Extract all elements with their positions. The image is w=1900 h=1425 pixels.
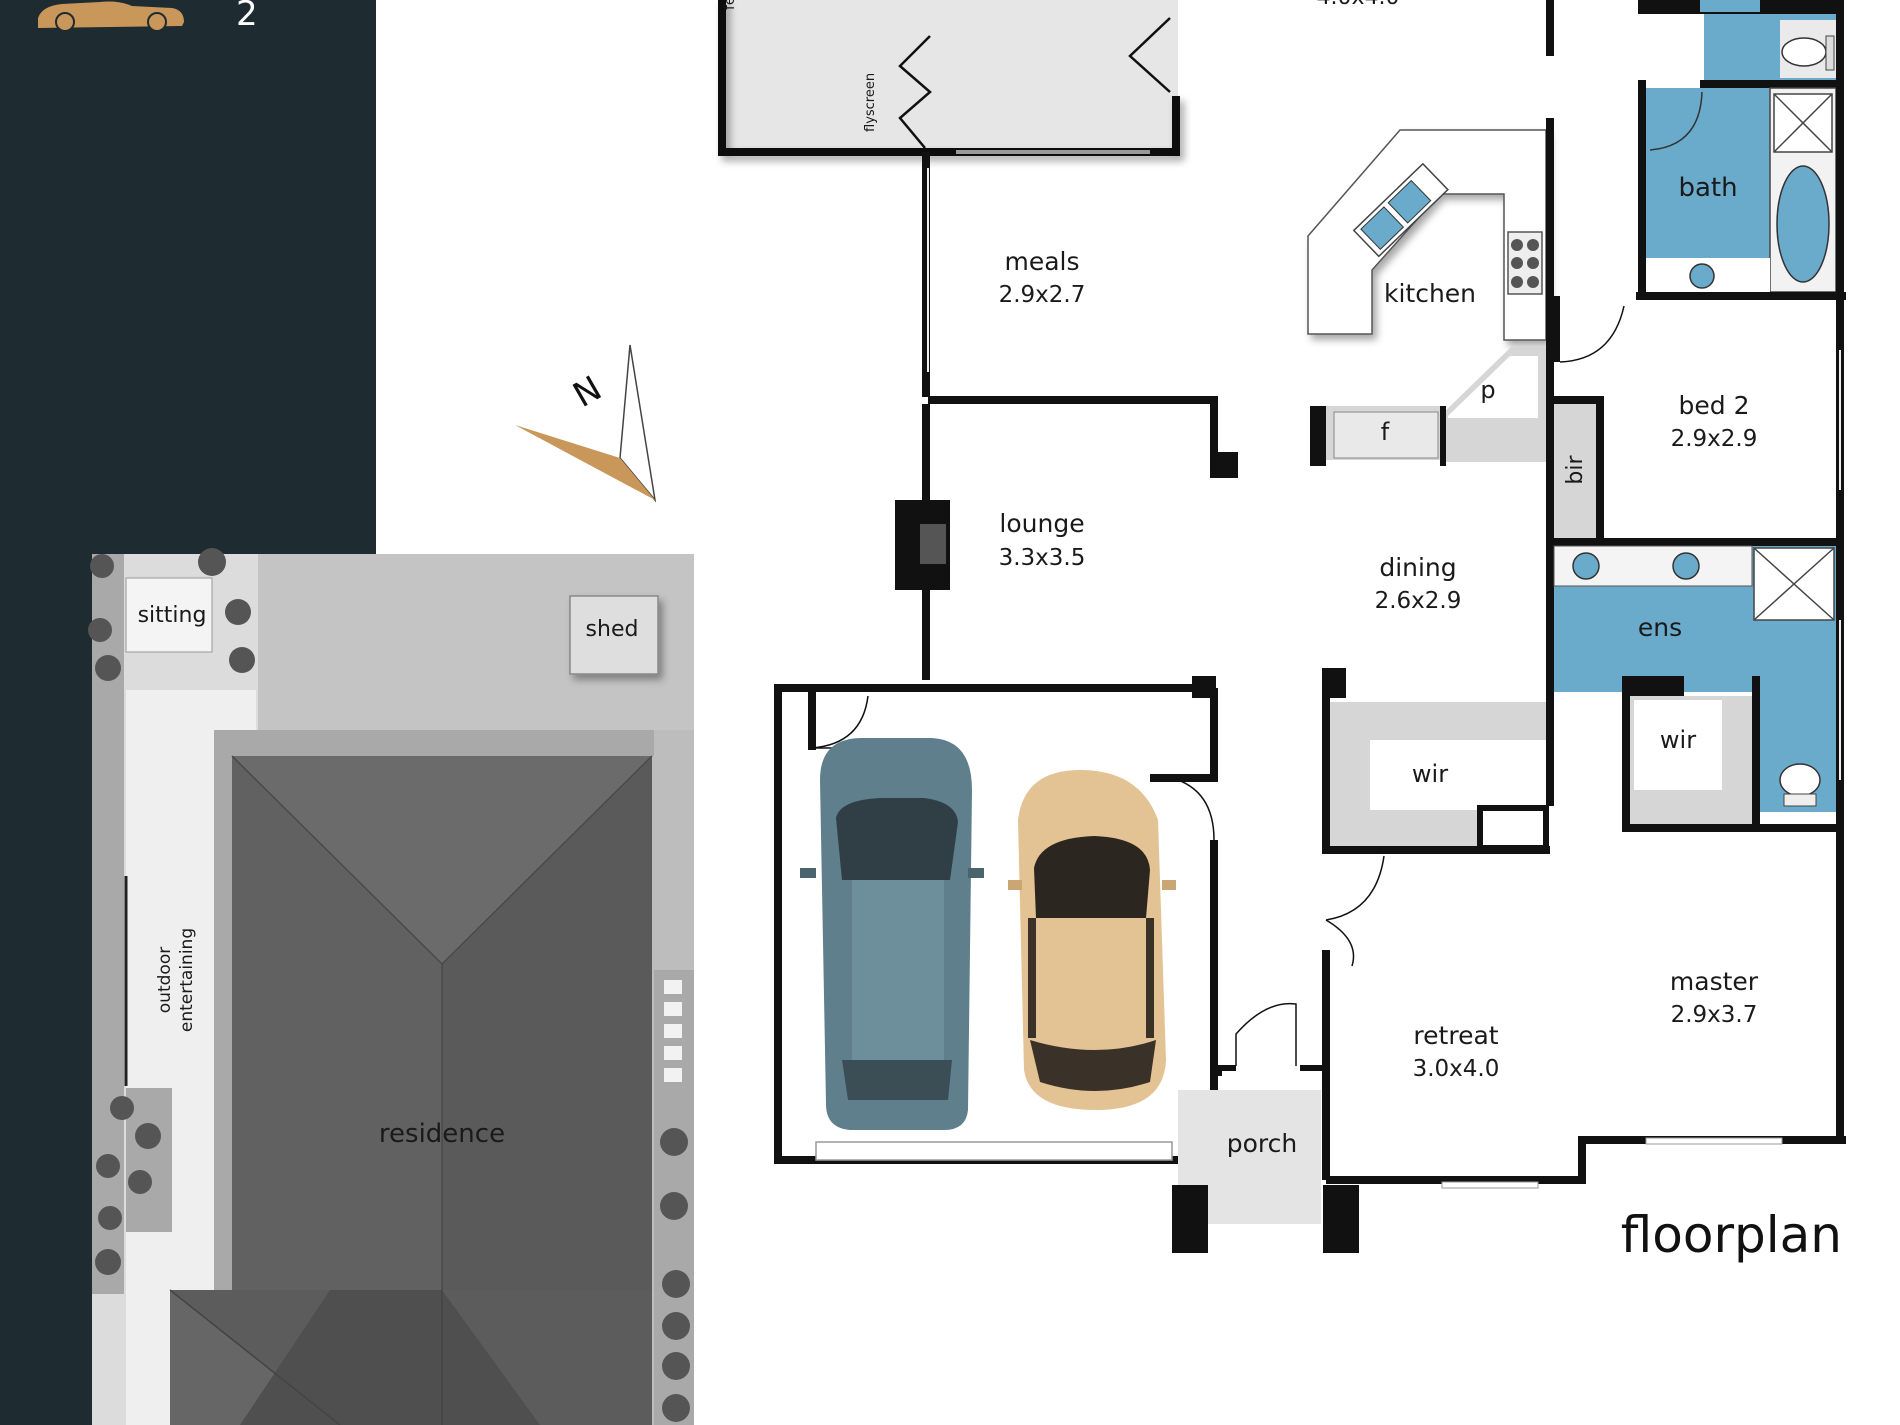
room-label-kitchen: kitchen	[1384, 279, 1476, 308]
car-icon	[38, 1, 184, 32]
site-plan	[88, 548, 694, 1425]
room-label-lounge: lounge	[999, 509, 1084, 538]
north-arrow	[515, 344, 657, 503]
room-label-wir-right: wir	[1660, 726, 1696, 754]
room-label-porch: porch	[1227, 1129, 1297, 1158]
site-label-entertaining: entertaining	[177, 928, 197, 1032]
room-label-feature: fea	[722, 0, 738, 10]
site-label-sitting: sitting	[138, 603, 207, 628]
house-floorplan	[718, 0, 1846, 1253]
page-title: floorplan	[1621, 1206, 1842, 1264]
room-label-lounge-dims: 3.3x3.5	[999, 545, 1086, 571]
room-label-dining-dims: 2.6x2.9	[1375, 588, 1462, 614]
room-label-fridge: f	[1381, 418, 1390, 446]
room-label-dining: dining	[1379, 553, 1456, 582]
room-label-bed2-dims: 2.9x2.9	[1671, 426, 1758, 452]
site-label-outdoor: outdoor	[155, 947, 175, 1013]
room-label-retreat: retreat	[1413, 1021, 1498, 1050]
car-blue	[800, 738, 984, 1130]
room-label-bir: bir	[1563, 454, 1588, 484]
room-label-pantry: p	[1480, 376, 1495, 404]
site-label-residence: residence	[379, 1119, 505, 1149]
room-label-ens: ens	[1638, 613, 1682, 642]
site-label-shed: shed	[586, 617, 639, 642]
car-gold	[1008, 770, 1176, 1110]
room-label-bath: bath	[1678, 173, 1737, 203]
car-count: 2	[236, 0, 258, 34]
room-label-top-dims: 4.0x4.0	[1317, 0, 1400, 10]
room-label-meals: meals	[1004, 247, 1079, 276]
room-label-flyscreen: flyscreen	[863, 73, 878, 132]
compass-north-label: N	[567, 368, 609, 415]
room-label-bed2: bed 2	[1679, 391, 1750, 420]
room-label-wir-left: wir	[1412, 760, 1448, 788]
room-label-master-dims: 2.9x3.7	[1671, 1002, 1758, 1028]
room-label-meals-dims: 2.9x2.7	[999, 282, 1086, 308]
room-label-retreat-dims: 3.0x4.0	[1413, 1056, 1500, 1082]
room-label-master: master	[1670, 967, 1759, 996]
